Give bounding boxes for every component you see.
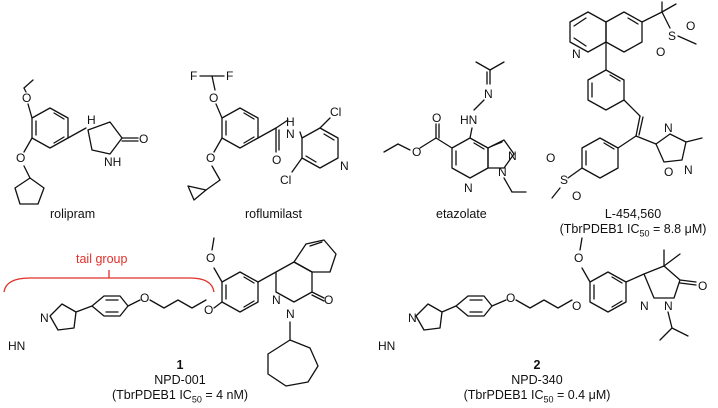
- atom-o: O: [22, 91, 31, 105]
- npd-340-caption: 2 NPD-340 (TbrPDEB1 IC50 = 0.4 μM): [452, 358, 622, 408]
- atom-o: O: [572, 299, 581, 313]
- atom-h: H: [286, 115, 295, 129]
- tail-group-label: tail group: [76, 252, 128, 266]
- atom-o: O: [140, 291, 149, 305]
- atom-n: N: [508, 149, 517, 163]
- compound-activity: (TbrPDEB1 IC50 = 0.4 μM): [463, 388, 611, 405]
- compound-number: 1: [176, 358, 184, 372]
- atom-o: O: [16, 151, 25, 165]
- atom-o: O: [572, 189, 581, 203]
- compound-name: etazolate: [436, 207, 487, 221]
- atom-o: O: [412, 145, 421, 159]
- atom-o: O: [686, 19, 695, 33]
- atom-o: O: [204, 303, 213, 317]
- atom-o: O: [506, 291, 515, 305]
- compound-number: 2: [533, 358, 541, 372]
- atom-n: N: [40, 311, 49, 325]
- rolipram-caption: rolipram: [50, 207, 95, 222]
- npd-001-structure: N HN O O O N N O: [3, 237, 337, 387]
- atom-n: N: [464, 181, 473, 195]
- atom-o: O: [432, 111, 441, 125]
- rolipram-structure: O O H O NH: [14, 79, 148, 205]
- atom-f: F: [226, 69, 233, 83]
- atom-o: O: [209, 91, 218, 105]
- compound-name: L-454,560: [604, 207, 662, 221]
- atom-o: O: [324, 293, 333, 307]
- tail-group-bracket: [3, 277, 215, 293]
- atom-n: N: [684, 163, 693, 177]
- atom-s: S: [560, 173, 568, 187]
- roflumilast-structure: O F F O O H N Cl Cl N: [187, 69, 349, 201]
- compound-activity: (TbrPDEB1 IC50 = 8.8 μM): [559, 222, 707, 239]
- atom-o: O: [272, 153, 281, 167]
- atom-n: N: [286, 307, 295, 321]
- l-454560-caption: L-454,560 (TbrPDEB1 IC50 = 8.8 μM): [548, 207, 718, 242]
- atom-o: O: [656, 45, 665, 59]
- atom-s: S: [668, 29, 676, 43]
- atom-o: O: [206, 251, 215, 265]
- atom-o: O: [574, 251, 583, 265]
- atom-n: N: [272, 293, 281, 307]
- atom-nh: NH: [104, 155, 121, 169]
- atom-n: N: [498, 165, 507, 179]
- atom-o: O: [698, 279, 707, 293]
- atom-hn: HN: [8, 339, 25, 353]
- roflumilast-caption: roflumilast: [245, 207, 302, 222]
- atom-n: N: [408, 311, 417, 325]
- atom-f: F: [190, 69, 197, 83]
- atom-n: N: [664, 121, 673, 135]
- atom-n: N: [664, 299, 673, 313]
- atom-o: O: [206, 151, 215, 165]
- atom-cl: Cl: [280, 173, 291, 187]
- compound-name: NPD-001: [154, 373, 206, 387]
- atom-o: O: [664, 165, 673, 179]
- compound-activity: (TbrPDEB1 IC50 = 4 nM): [111, 388, 249, 405]
- atom-n: N: [572, 47, 581, 61]
- atom-o: O: [139, 132, 148, 146]
- atom-hn: HN: [378, 339, 395, 353]
- atom-n: N: [286, 127, 295, 141]
- compound-name: NPD-340: [511, 373, 563, 387]
- atom-n: N: [640, 299, 649, 313]
- atom-n: N: [484, 87, 493, 101]
- atom-cl: Cl: [330, 105, 341, 119]
- etazolate-caption: etazolate: [436, 207, 487, 222]
- atom-h: H: [87, 113, 96, 127]
- l-454560-structure: N S O O O N N S O O: [546, 1, 703, 203]
- atom-n: N: [340, 159, 349, 173]
- compound-name: roflumilast: [245, 207, 302, 221]
- npd-001-caption: 1 NPD-001 (TbrPDEB1 IC50 = 4 nM): [100, 358, 260, 408]
- etazolate-structure: N HN N N N O O: [383, 61, 527, 195]
- atom-o: O: [546, 151, 555, 165]
- compound-name: rolipram: [50, 207, 96, 221]
- atom-hn: HN: [460, 113, 477, 127]
- npd-340-structure: N HN O O O O N N: [378, 237, 707, 353]
